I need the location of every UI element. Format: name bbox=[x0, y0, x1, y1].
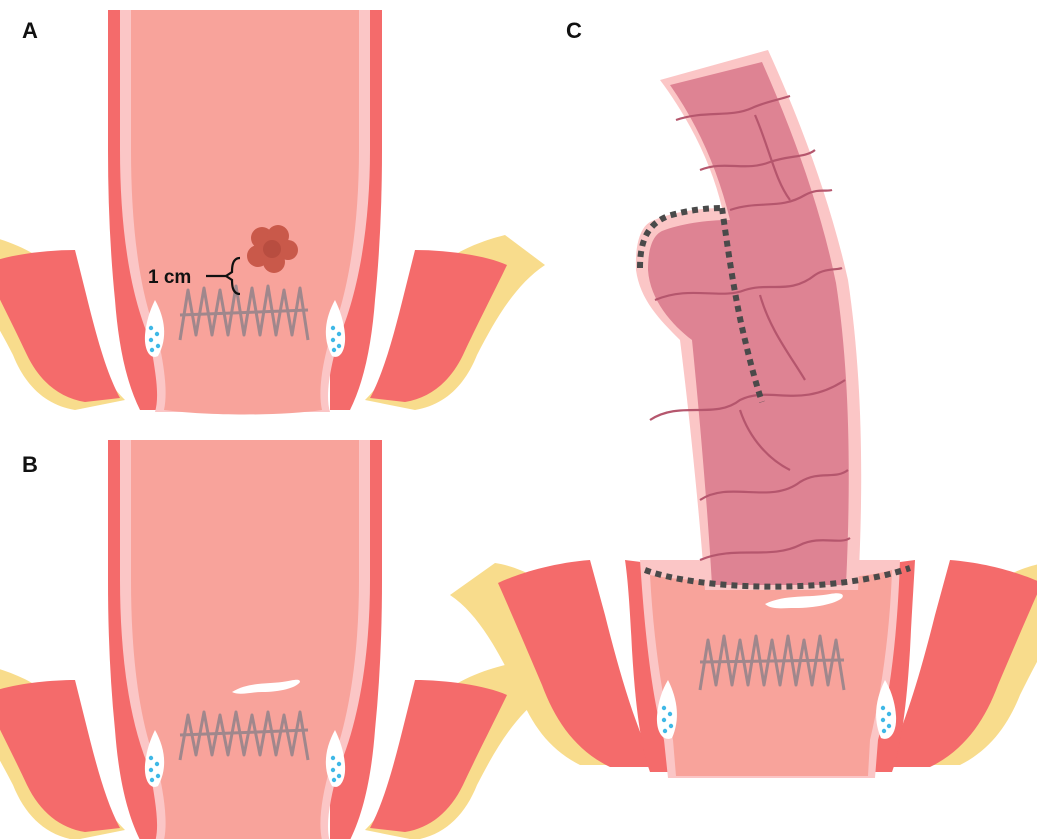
panel-label-a: A bbox=[22, 18, 38, 43]
panel-label-b: B bbox=[22, 452, 38, 477]
panel-label-c: C bbox=[566, 18, 582, 43]
panel-b-diagram bbox=[0, 440, 545, 839]
colon-graft bbox=[636, 50, 861, 590]
distance-label: 1 cm bbox=[148, 267, 191, 288]
panel-c-diagram bbox=[450, 50, 1037, 778]
panel-a-diagram bbox=[0, 10, 545, 415]
